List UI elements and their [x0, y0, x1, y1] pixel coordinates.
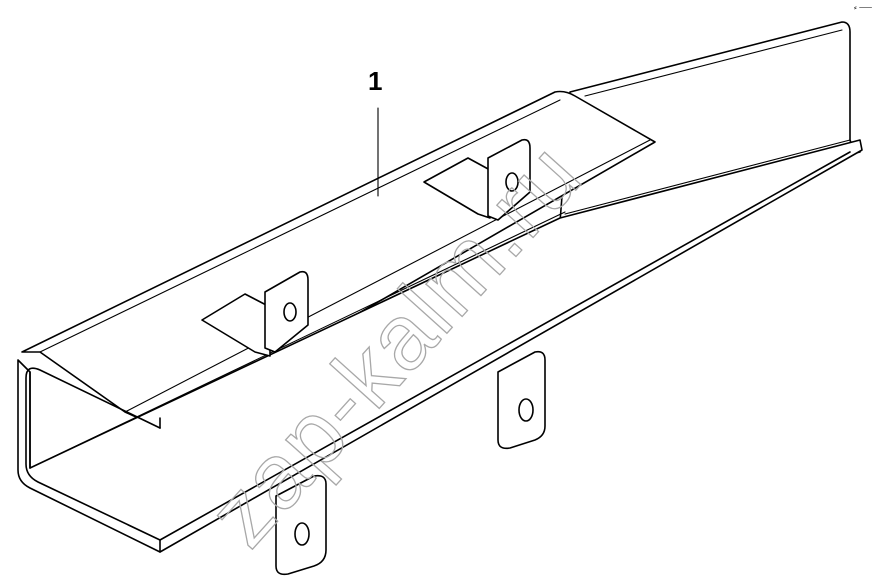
channel-end-profile — [25, 367, 161, 541]
lower-tab-right — [497, 350, 546, 450]
callout-label-1: 1 — [368, 66, 382, 96]
upper-tab-right — [423, 138, 531, 221]
lower-tab-left — [275, 474, 327, 576]
corner-mark: ⸗ ⸺ — [854, 3, 873, 12]
channel-bottom-wall — [17, 139, 863, 553]
upper-tab-left — [201, 270, 309, 357]
tab-hole — [518, 398, 534, 422]
tab-hole — [294, 522, 310, 546]
tab-hole — [505, 172, 519, 192]
tab-hole — [283, 302, 297, 322]
